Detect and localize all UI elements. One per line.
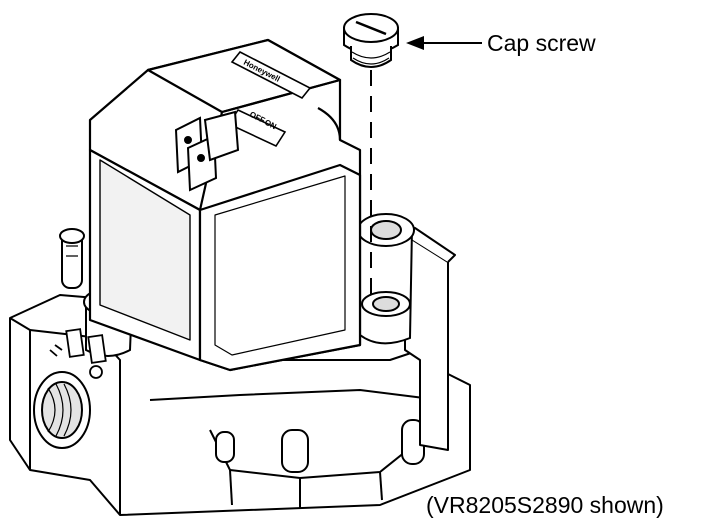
adjust-screw: [59, 228, 85, 289]
base-terminals: [49, 328, 107, 379]
figure-caption: (VR8205S2890 shown): [426, 492, 664, 518]
callout-label-cap-screw: Cap screw: [487, 30, 596, 56]
cap-screw: [343, 13, 399, 68]
inlet-port: [33, 371, 91, 449]
top-terminals: [174, 110, 240, 192]
regulator-tower: [357, 213, 415, 345]
operator-housing: [88, 38, 362, 372]
callout-leader-arrow: [406, 36, 482, 50]
right-bracket: [404, 227, 456, 451]
